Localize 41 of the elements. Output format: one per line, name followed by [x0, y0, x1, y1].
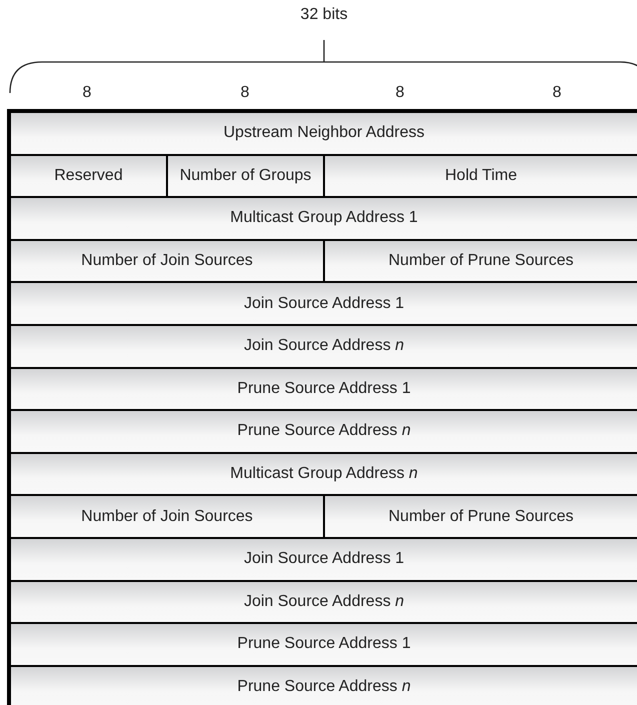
field-cell — [11, 283, 637, 326]
field-cell — [325, 156, 637, 198]
field-name: Join Source Address 1 — [244, 550, 404, 568]
field-name: Join Source Address 1 — [244, 294, 404, 313]
field-name: Multicast Group Address n — [230, 465, 418, 484]
field-name: Prune Source Address 1 — [237, 635, 411, 654]
field-cell — [325, 240, 637, 284]
field-name: Prune Source Address n — [237, 422, 411, 440]
field-name: Reserved — [54, 166, 123, 185]
field-name: Number of Join Sources — [81, 508, 253, 526]
field-name: Prune Source Address 1 — [237, 380, 411, 398]
bit-count: 8 — [552, 84, 562, 102]
field-name: Number of Prune Sources — [388, 252, 574, 270]
field-cell — [11, 582, 637, 624]
field-cell — [11, 539, 637, 582]
field-cell — [11, 496, 325, 539]
field-cell — [11, 113, 637, 156]
field-cell — [11, 368, 637, 412]
field-cell — [11, 666, 637, 705]
field-cell — [11, 198, 637, 241]
bit-count: 8 — [396, 84, 404, 102]
field-cell — [11, 240, 325, 284]
field-name: Number of Prune Sources — [388, 508, 574, 526]
field-name: Prune Source Address n — [237, 678, 411, 696]
field-cell — [11, 624, 637, 667]
bit-count: 8 — [82, 84, 92, 102]
bit-count: 8 — [240, 84, 250, 102]
field-name: Join Source Address n — [244, 592, 404, 611]
field-cell — [11, 156, 168, 198]
field-cell — [11, 326, 637, 369]
field-name: Hold Time — [444, 166, 518, 185]
field-name: Multicast Group Address 1 — [230, 209, 418, 228]
field-name: Number of Groups — [180, 166, 312, 185]
field-name: Upstream Neighbor Address — [224, 124, 424, 142]
field-name: Join Source Address n — [244, 337, 404, 356]
field-cell — [168, 156, 325, 198]
field-cell — [11, 454, 637, 496]
width-label: 32 bits — [300, 6, 348, 24]
field-cell — [11, 411, 637, 454]
field-cell — [325, 496, 637, 539]
field-name: Number of Join Sources — [81, 252, 253, 270]
